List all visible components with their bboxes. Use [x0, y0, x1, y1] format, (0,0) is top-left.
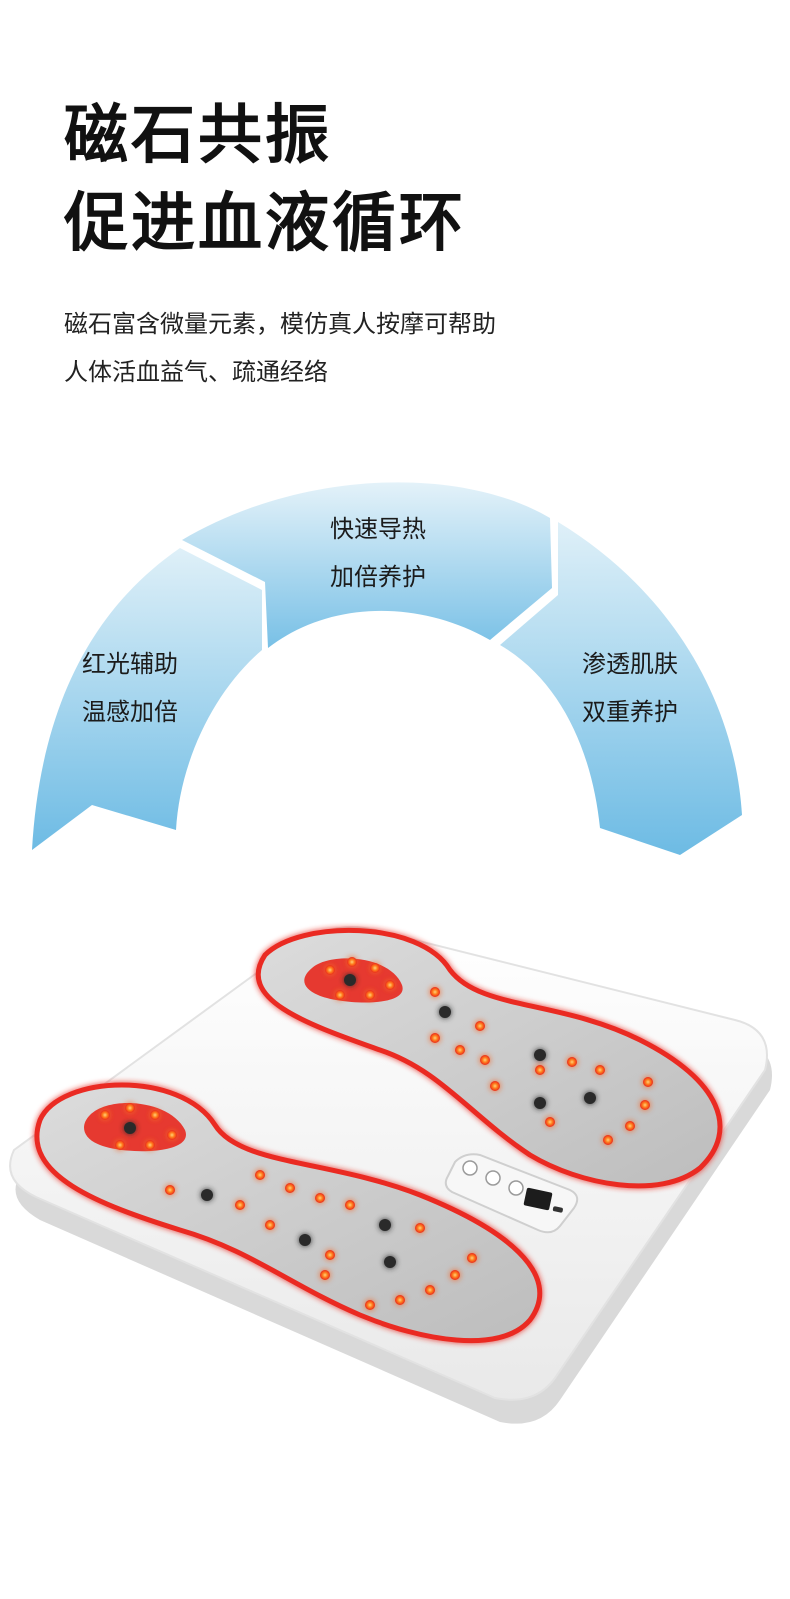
subtitle-line-2: 人体活血益气、疏通经络 [64, 358, 328, 386]
subtitle: 磁石富含微量元素，模仿真人按摩可帮助 人体活血益气、疏通经络 [64, 300, 496, 396]
mode-button[interactable] [485, 1170, 501, 1186]
foot-massager-device [0, 900, 790, 1460]
heat-button[interactable] [508, 1180, 524, 1196]
feature-left-line-1: 红光辅助 [82, 650, 178, 678]
arc-graphic [32, 482, 742, 855]
feature-arc: 红光辅助 温感加倍 快速导热 加倍养护 渗透肌肤 双重养护 [0, 460, 790, 880]
power-button[interactable] [462, 1160, 478, 1176]
lower-led-dots [100, 1103, 477, 1310]
charging-port[interactable] [552, 1206, 563, 1213]
display-screen [523, 1187, 553, 1211]
feature-middle-line-2: 加倍养护 [330, 563, 426, 591]
arc-segment-left [32, 548, 262, 850]
headline-line-2: 促进血液循环 [64, 187, 466, 261]
arc-segment-middle [182, 482, 552, 648]
arc-segment-right [500, 522, 742, 855]
device-graphic [9, 926, 772, 1424]
headline-line-1: 磁石共振 [64, 99, 332, 173]
subtitle-line-1: 磁石富含微量元素，模仿真人按摩可帮助 [64, 310, 496, 338]
feature-middle-line-1: 快速导热 [330, 515, 426, 543]
feature-right: 渗透肌肤 双重养护 [582, 640, 678, 736]
feature-left-line-2: 温感加倍 [82, 698, 178, 726]
feature-right-line-2: 双重养护 [582, 698, 678, 726]
feature-right-line-1: 渗透肌肤 [582, 650, 678, 678]
upper-led-dots [325, 957, 653, 1145]
feature-middle: 快速导热 加倍养护 [330, 505, 426, 601]
feature-left: 红光辅助 温感加倍 [82, 640, 178, 736]
headline: 磁石共振 促进血液循环 [64, 92, 466, 268]
